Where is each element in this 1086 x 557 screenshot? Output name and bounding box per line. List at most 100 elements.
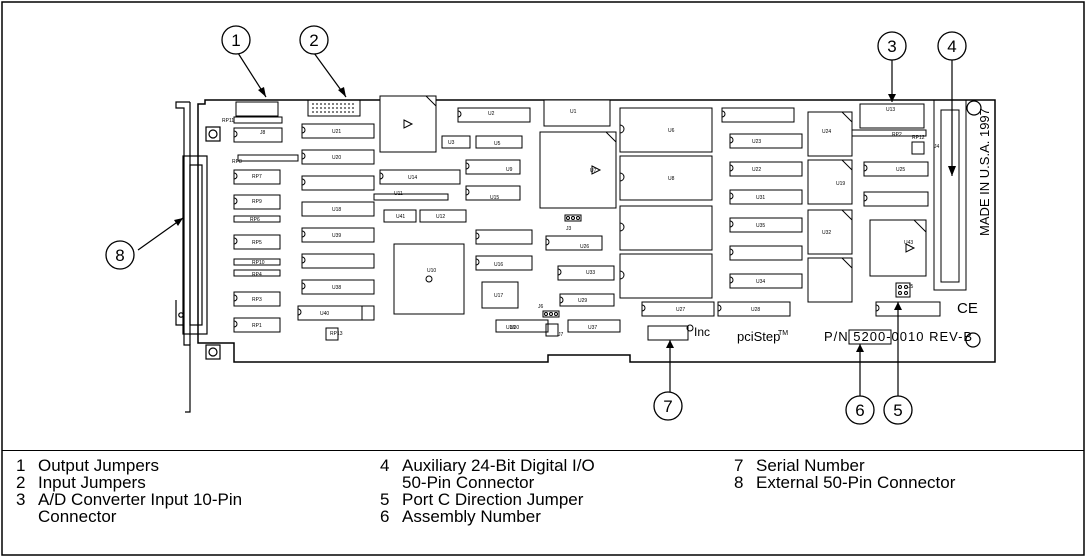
refdes-u5: U5 (494, 141, 501, 147)
refdes-u3: U3 (448, 140, 455, 146)
external-50-pin-connector (182, 155, 208, 335)
callout-bubble-5 (883, 395, 913, 425)
refdes-rp6: RP6 (250, 217, 260, 223)
refdes-u8: U8 (668, 176, 675, 182)
refdes-u21: U21 (332, 129, 341, 135)
legend-item-number: 4 (380, 456, 390, 475)
refdes-u31: U31 (756, 195, 765, 201)
legend-item: 5 Port C Direction Jumper (380, 491, 595, 508)
mounting-holes (205, 100, 982, 360)
small-headers (325, 99, 967, 341)
refdes-u39: U39 (332, 233, 341, 239)
assembly-number-box (848, 329, 892, 345)
refdes-j8: J8 (260, 130, 266, 136)
callout-bubble-2 (299, 25, 329, 55)
refdes-rp11: RP11 (222, 118, 234, 124)
refdes-u43: U43 (904, 240, 913, 246)
refdes-u17: U17 (494, 293, 503, 299)
legend-item-text: Input Jumpers (38, 473, 146, 492)
callout-bubble-7 (653, 391, 683, 421)
legend-item: 1 Output Jumpers (16, 457, 242, 474)
refdes-u25: U25 (896, 167, 905, 173)
legend-item-text: Assembly Number (402, 507, 541, 526)
chip-notches (233, 110, 880, 328)
refdes-u22: U22 (752, 167, 761, 173)
callout-bubbles (105, 25, 967, 425)
callout-bubble-6 (845, 395, 875, 425)
refdes-u13: U13 (886, 107, 895, 113)
legend-item-number: 7 (734, 456, 744, 475)
refdes-u34: U34 (756, 279, 765, 285)
legend-item: 6 Assembly Number (380, 508, 595, 525)
refdes-u19: U19 (836, 181, 845, 187)
refdes-u26: U26 (580, 244, 589, 250)
callout-number-7: 7 (663, 397, 672, 416)
legend-item-number: 8 (734, 473, 744, 492)
refdes-j7: J7 (558, 332, 564, 338)
refdes-rp2: RP2 (892, 132, 902, 138)
legend-item: 3 A/D Converter Input 10-Pin Connector (16, 491, 242, 525)
refdes-u9: U9 (506, 167, 513, 173)
legend-item-text: A/D Converter Input 10-Pin Connector (38, 490, 243, 526)
refdes-rp3: RP3 (252, 297, 262, 303)
legend: 1 Output Jumpers 2 Input Jumpers 3 A/D C… (2, 450, 1084, 556)
legend-item: 7 Serial Number (734, 457, 955, 474)
inc-label: Inc (694, 325, 710, 339)
board-chips (233, 95, 941, 333)
refdes-rp8: RP8 (232, 159, 242, 165)
refdes-rp9: RP9 (252, 199, 262, 205)
legend-item: 8 External 50-Pin Connector (734, 474, 955, 491)
callout-bubble-1 (221, 25, 251, 55)
legend-item-text: Auxiliary 24-Bit Digital I/O 50-Pin Conn… (402, 456, 595, 492)
product-name: pciStep (737, 329, 780, 344)
ce-mark: CE (957, 300, 978, 317)
legend-item-text: Port C Direction Jumper (402, 490, 584, 509)
callout-number-4: 4 (947, 37, 956, 56)
refdes-rp7: RP7 (252, 174, 262, 180)
made-in-label: MADE IN U.S.A. 1997 (977, 108, 992, 236)
refdes-rp13: RP13 (330, 331, 343, 337)
callout-number-2: 2 (309, 31, 318, 50)
board-outline (197, 99, 996, 363)
callout-numbers: 1 2 3 4 5 6 7 8 (115, 31, 956, 420)
refdes-rp12: RP12 (912, 135, 925, 141)
refdes-u7: U7 (590, 168, 597, 174)
refdes-u20: U20 (332, 155, 341, 161)
legend-column-2: 4 Auxiliary 24-Bit Digital I/O 50-Pin Co… (380, 457, 595, 525)
callout-number-6: 6 (855, 401, 864, 420)
plcc-markers (403, 95, 927, 283)
refdes-u18: U18 (332, 207, 341, 213)
legend-item: 4 Auxiliary 24-Bit Digital I/O 50-Pin Co… (380, 457, 595, 491)
refdes-rp5: RP5 (252, 240, 262, 246)
refdes-u30: U30 (510, 325, 519, 331)
callout-number-5: 5 (893, 401, 902, 420)
legend-item-number: 3 (16, 490, 26, 509)
legend-item-text: Serial Number (756, 456, 865, 475)
refdes-rp4: RP4 (252, 272, 262, 278)
refdes-u12: U12 (436, 214, 445, 220)
refdes-u37: U37 (588, 325, 597, 331)
legend-item-number: 5 (380, 490, 390, 509)
callout-number-8: 8 (115, 246, 124, 265)
refdes-u11: U11 (394, 191, 403, 197)
legend-column-1: 1 Output Jumpers 2 Input Jumpers 3 A/D C… (16, 457, 242, 525)
refdes-u27: U27 (676, 307, 685, 313)
refdes-j6: J6 (538, 304, 544, 310)
input-jumper-block (307, 99, 361, 117)
refdes-j5: J5 (908, 284, 914, 290)
callout-bubble-3 (877, 31, 907, 61)
refdes-u32: U32 (822, 230, 831, 236)
output-jumper-block (235, 101, 279, 117)
callout-number-1: 1 (231, 31, 240, 50)
refdes-j4: J4 (934, 144, 940, 150)
refdes-u15: U15 (490, 195, 499, 201)
refdes-u14: U14 (408, 175, 417, 181)
refdes-u29: U29 (578, 298, 587, 304)
legend-item-number: 2 (16, 473, 26, 492)
refdes-u38: U38 (332, 285, 341, 291)
refdes-u33: U33 (586, 270, 595, 276)
refdes-u23: U23 (752, 139, 761, 145)
callout-bubble-8 (105, 240, 135, 270)
